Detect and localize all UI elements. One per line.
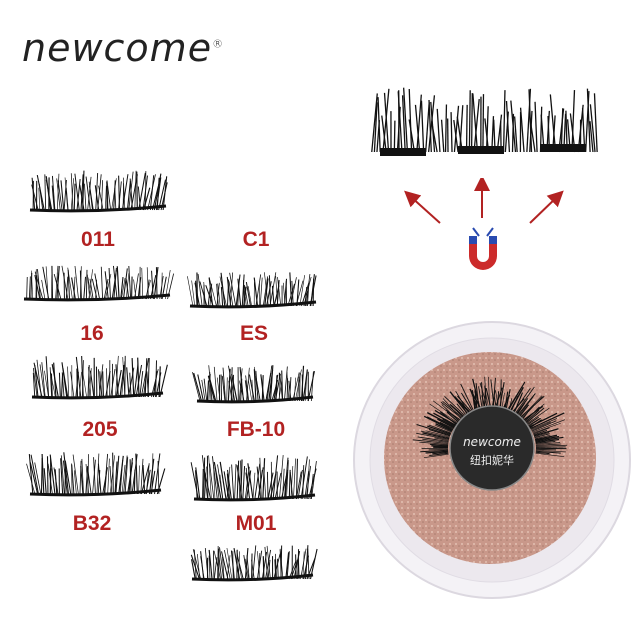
magnet-strip xyxy=(458,146,504,154)
style-label: M01 xyxy=(235,512,277,535)
style-label: 011 xyxy=(81,228,115,251)
lash-case: newcome 纽扣妮华 xyxy=(353,321,631,599)
style-label: 205 xyxy=(82,418,118,441)
brand-logo-text: NEWCOME xyxy=(22,26,213,70)
lash-m01 xyxy=(190,455,317,502)
case-emblem xyxy=(449,405,535,491)
style-label: 16 xyxy=(80,322,104,345)
lash-b32 xyxy=(26,452,166,497)
attraction-arrows xyxy=(404,178,564,224)
lash-16 xyxy=(23,265,175,302)
arrow-icon xyxy=(529,190,564,224)
magnetic-lash-large xyxy=(371,87,598,156)
style-label: ES xyxy=(239,322,268,345)
lash-extra xyxy=(190,545,318,582)
lash-205 xyxy=(31,355,168,400)
registered-mark: ® xyxy=(212,37,225,51)
style-label: C1 xyxy=(242,228,270,251)
magnet-strip xyxy=(540,144,586,152)
lash-es xyxy=(187,272,317,309)
style-label: FB-10 xyxy=(226,418,286,441)
style-label: B32 xyxy=(72,512,112,535)
magnet-strip xyxy=(380,148,426,156)
lash-011 xyxy=(29,170,168,213)
case-brand: newcome xyxy=(463,435,521,449)
case-lash xyxy=(412,376,568,459)
brand-logo: NEWCOME® xyxy=(22,26,224,70)
lash-fb10 xyxy=(192,365,315,404)
magnet-icon xyxy=(469,227,497,270)
arrow-icon xyxy=(404,190,441,224)
case-chinese: 纽扣妮华 xyxy=(470,453,514,467)
